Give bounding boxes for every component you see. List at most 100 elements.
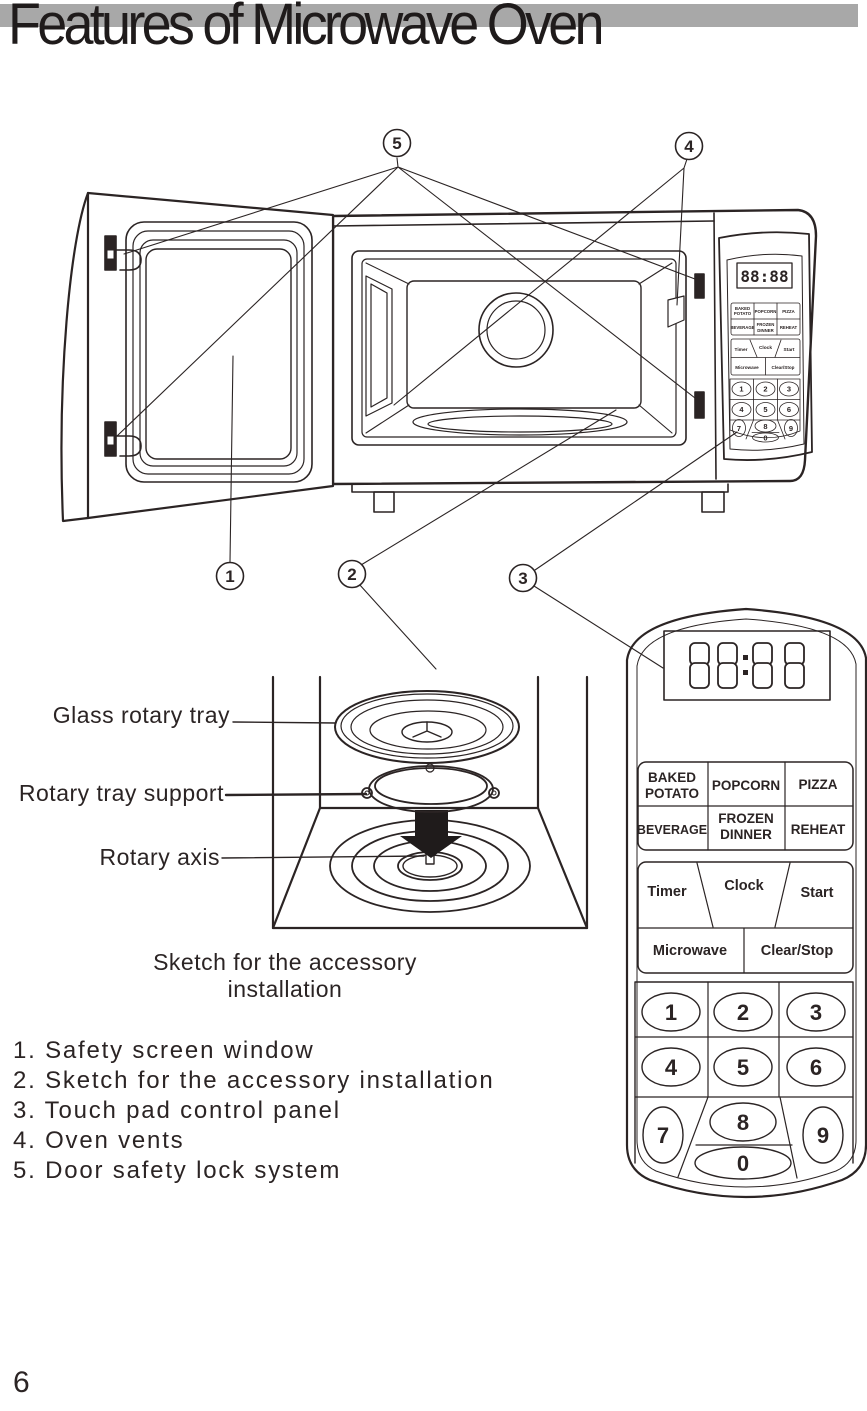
glass-rotary-tray-part: [334, 690, 520, 764]
mini-key-2: 2: [763, 385, 767, 394]
mini-key-5: 5: [763, 405, 767, 414]
oven-door: [60, 191, 335, 523]
clear-stop-button-label: Clear/Stop: [761, 943, 834, 959]
callout-5: [382, 128, 412, 158]
foot-right: [701, 491, 725, 513]
callout-2: [337, 559, 367, 589]
mini-beverage-label: BEVERAGE: [730, 325, 754, 330]
oven-body: [331, 208, 818, 513]
mini-pizza-label: PIZZA: [782, 309, 794, 314]
oven-cavity: [351, 250, 705, 446]
mini-microwave-label: Microwave: [735, 365, 759, 370]
accessory-sketch: [221, 675, 589, 930]
mini-key-1: 1: [739, 385, 743, 394]
mini-key-4: 4: [739, 405, 744, 414]
rotary-tray-support-part: [361, 763, 500, 813]
key-3-label: 3: [810, 1000, 822, 1025]
key-8-label: 8: [737, 1110, 749, 1135]
rotary-axis-label: Rotary axis: [99, 844, 220, 870]
mini-key-6: 6: [787, 405, 791, 414]
pizza-button-label: PIZZA: [799, 777, 838, 792]
mini-frozen-label2: DINNER: [757, 328, 774, 333]
baked-potato-button-label2: POTATO: [645, 786, 699, 801]
base-plate: [351, 483, 729, 493]
frozen-dinner-button-label2: DINNER: [720, 827, 772, 842]
oven-touch-panel: [718, 231, 813, 461]
fan-cover-outer: [478, 292, 554, 368]
mini-start-label: Start: [784, 347, 795, 353]
beverage-button-label: BEVERAGE: [637, 823, 707, 837]
microwave-button-label: Microwave: [653, 943, 727, 959]
popcorn-button-label: POPCORN: [712, 778, 780, 793]
timer-button-label: Timer: [647, 884, 687, 900]
feature-list: 1. Safety screen window 2. Sketch for th…: [13, 1036, 495, 1186]
feature-list-item: 4. Oven vents: [13, 1127, 185, 1154]
mini-popcorn-label: POPCORN: [755, 309, 777, 314]
mini-key-3: 3: [787, 385, 791, 394]
mini-clock-label: Clock: [759, 345, 772, 351]
page-number: 6: [13, 1366, 30, 1399]
feature-list-item: 1. Safety screen window: [13, 1037, 315, 1064]
side-vent: [667, 295, 685, 328]
foot-left: [373, 491, 395, 513]
key-1-label: 1: [665, 1000, 677, 1025]
callout-4-label: 4: [684, 137, 694, 156]
feature-list-item: 2. Sketch for the accessory installation: [13, 1067, 495, 1094]
display-window: [663, 630, 831, 701]
mini-clear-stop-label: Clear/Stop: [772, 365, 795, 370]
callout-1-label: 1: [225, 567, 234, 586]
feature-list-item: 3. Touch pad control panel: [13, 1097, 341, 1124]
sketch-caption: Sketch for the accessory installation: [153, 949, 417, 1002]
mini-reheat-label: REHEAT: [780, 325, 798, 330]
accessory-label-leaders: [221, 721, 425, 859]
callout-4: [674, 131, 704, 161]
start-button-label: Start: [800, 885, 833, 901]
callout-1: [215, 561, 245, 591]
frozen-dinner-button-label: FROZEN: [718, 811, 774, 826]
key-0-label: 0: [737, 1151, 749, 1176]
mini-key-9: 9: [789, 424, 793, 433]
cavity-glass-tray: [412, 408, 628, 436]
install-arrow-icon: [400, 810, 462, 858]
preset-button-grid: [637, 761, 854, 851]
number-keypad: [634, 981, 854, 1180]
callout-numbers: 1 2 3 4 5: [225, 134, 694, 588]
key-7-label: 7: [657, 1123, 669, 1148]
mini-frozen-label: FROZEN: [757, 322, 775, 327]
reheat-button-label: REHEAT: [791, 822, 846, 837]
door-lock-hook-upper: [104, 235, 142, 271]
control-panel-detail: [625, 607, 867, 1199]
left-wall-vent: [365, 275, 393, 417]
page-title: Features of Microwave Oven: [8, 0, 605, 57]
latch-slot-upper: [694, 273, 705, 299]
mini-function-buttons: [730, 338, 801, 376]
latch-slot-lower: [694, 391, 705, 419]
mini-timer-label: Timer: [735, 347, 748, 353]
mini-key-8: 8: [763, 422, 767, 431]
mini-preset-buttons: [730, 302, 801, 336]
title-bar: [0, 4, 858, 27]
mini-baked-label2: POTATO: [734, 311, 752, 316]
key-4-label: 4: [665, 1055, 678, 1080]
mini-key-0: 0: [763, 434, 767, 443]
mini-display-value: 88:88: [740, 267, 788, 286]
display-digits: [689, 642, 805, 689]
fan-cover-inner: [486, 300, 546, 360]
key-2-label: 2: [737, 1000, 749, 1025]
rotary-tray-support-label: Rotary tray support: [18, 780, 224, 806]
door-lock-hook-lower: [104, 421, 142, 457]
key-9-label: 9: [817, 1123, 829, 1148]
callout-3: [508, 563, 538, 593]
callout-lines: [116, 157, 738, 670]
door-edge-band: [60, 191, 90, 523]
glass-rotary-tray-label: Glass rotary tray: [52, 702, 230, 728]
mini-display: [736, 262, 793, 289]
callout-circles: [215, 128, 704, 593]
key-5-label: 5: [737, 1055, 749, 1080]
function-button-grid: [637, 861, 854, 974]
colon-dot: [743, 670, 748, 675]
mini-baked-label: BAKED: [735, 306, 750, 311]
feature-list-item: 5. Door safety lock system: [13, 1157, 342, 1184]
